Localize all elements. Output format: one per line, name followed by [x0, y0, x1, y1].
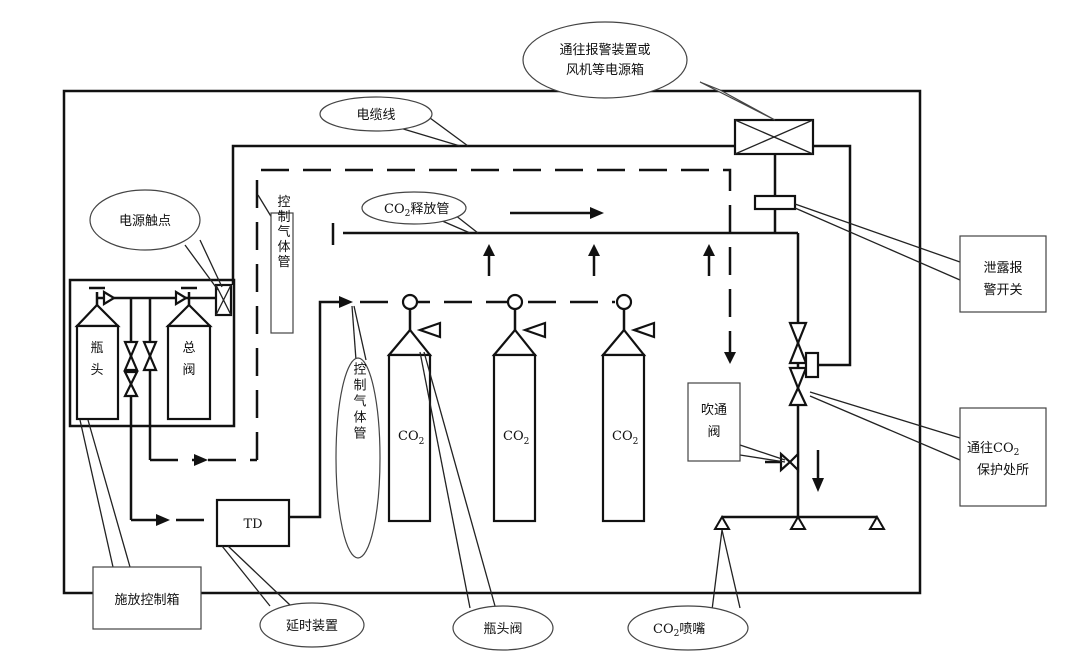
svg-text:电源触点: 电源触点 [119, 214, 171, 229]
control-bottle-right [165, 292, 213, 421]
td-box [215, 498, 291, 548]
co2-cylinder-1: CO2 [386, 293, 442, 523]
svg-text:控制气体管: 控制气体管 [275, 195, 291, 270]
callout-release-pipe: CO2释放管 [361, 191, 479, 234]
arrow-head [812, 478, 824, 492]
svg-text:电缆线: 电缆线 [356, 107, 395, 123]
control-bottle-left [74, 292, 121, 421]
co2-cylinder-3: CO2 [600, 293, 656, 523]
protect-label-line1: 通往CO2 [967, 441, 1019, 458]
bottle-head-char-1: 瓶 [90, 341, 103, 356]
purge-valve [765, 451, 800, 473]
nozzle [789, 515, 807, 530]
svg-text:延时装置: 延时装置 [286, 619, 338, 634]
main-valve-char-2: 阀 [182, 363, 195, 378]
svg-text:瓶头阀: 瓶头阀 [483, 622, 522, 637]
svg-text:施放控制箱: 施放控制箱 [114, 592, 179, 608]
arrow-head [156, 514, 170, 526]
callout-delay: 延时装置 [221, 545, 365, 648]
callout-protect-space: 通往CO2 保护处所 [809, 391, 1047, 507]
svg-text:泄露报: 泄露报 [983, 261, 1022, 276]
release-control-box [68, 278, 236, 428]
callout-release-box: 施放控制箱 [79, 419, 202, 630]
callout-alarm: 通往报警装置或 风机等电源箱 [522, 21, 776, 121]
valve-symbol [174, 290, 189, 306]
callout-control-gas-1: 控制气体管 [257, 195, 294, 334]
alarm-return-line [813, 144, 852, 367]
cable-line [231, 144, 735, 285]
arrow-head [590, 207, 604, 219]
arrow-head [339, 296, 353, 308]
power-contact-box [214, 283, 233, 317]
main-valve-char-1: 总 [182, 341, 195, 356]
release-pipe-label: CO2释放管 [384, 202, 449, 219]
callout-leak-switch: 泄露报 警开关 [794, 203, 1047, 313]
callout-power-contact: 电源触点 [89, 189, 223, 291]
svg-text:控制气体管: 控制气体管 [351, 362, 367, 442]
svg-text:通往报警装置或: 通往报警装置或 [559, 42, 650, 58]
callout-purge-valve: 吹通 阀 [687, 382, 786, 463]
arrow-head [724, 352, 736, 364]
td-output-line [289, 300, 343, 519]
callout-nozzle: CO2喷嘴 [627, 529, 749, 651]
arrow-head [194, 454, 208, 466]
co2-text: CO2 [612, 429, 638, 447]
nozzle [713, 515, 731, 530]
callout-control-gas-2: 控制气体管 [335, 305, 381, 559]
up-arrows [483, 244, 715, 276]
bottle-head-char-2: 头 [90, 363, 103, 378]
inline-valves [123, 340, 158, 398]
svg-text:吹通: 吹通 [701, 403, 727, 418]
nozzle [868, 515, 886, 530]
svg-text:阀: 阀 [707, 425, 720, 440]
td-label: TD [243, 517, 262, 532]
co2-cylinder-2: CO2 [491, 293, 547, 523]
distribution-valve [788, 321, 820, 407]
svg-text:风机等电源箱: 风机等电源箱 [566, 62, 644, 78]
callout-cable: 电缆线 [319, 96, 469, 147]
nozzle-label: CO2喷嘴 [653, 622, 705, 639]
leak-switch [753, 194, 797, 211]
control-gas-line-upper [255, 168, 732, 460]
svg-text:警开关: 警开关 [983, 282, 1022, 298]
co2-text: CO2 [398, 429, 424, 447]
alarm-power-box [733, 118, 815, 156]
svg-text:保护处所: 保护处所 [977, 463, 1029, 478]
co2-text: CO2 [503, 429, 529, 447]
valve-symbol [102, 290, 117, 306]
callout-bottle-valve: 瓶头阀 [419, 351, 554, 651]
